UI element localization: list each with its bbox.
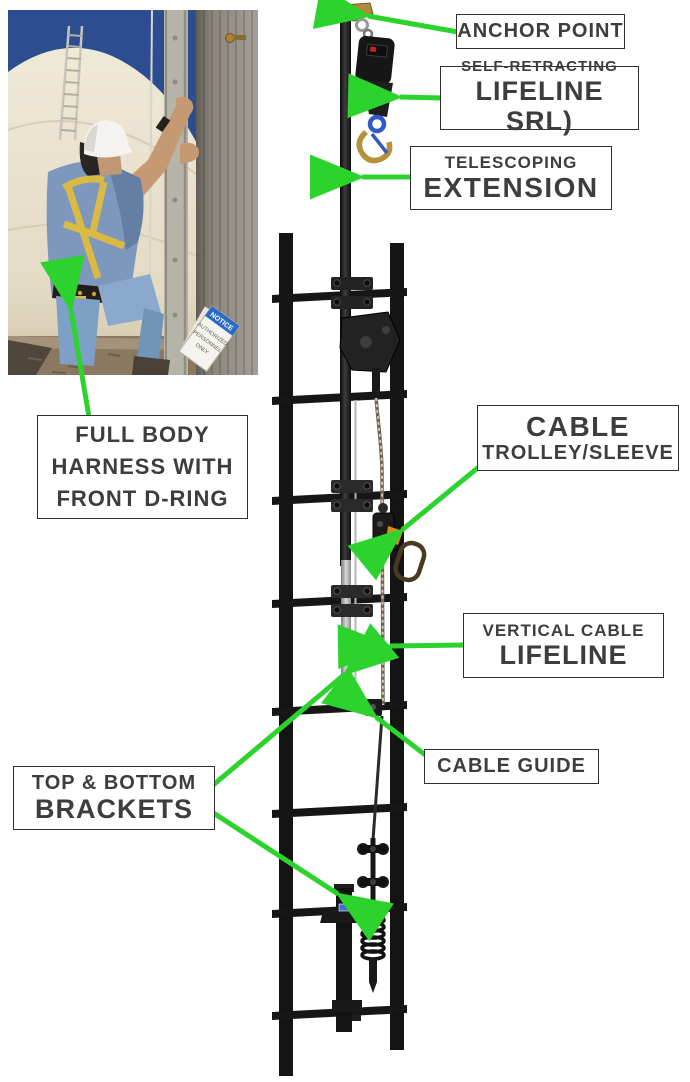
vertical-cable xyxy=(371,397,385,841)
cable-trolley-label-subtitle: TROLLEY/SLEEVE xyxy=(482,442,674,465)
ladder-rungs xyxy=(272,288,407,1020)
cable-trolley-label: CABLE TROLLEY/SLEEVE xyxy=(477,405,679,471)
anchor-point-label-text: ANCHOR POINT xyxy=(457,20,624,43)
lifeline-arrow xyxy=(337,624,466,670)
anchor-arrow xyxy=(312,0,459,35)
vertical-cable-lifeline-label: VERTICAL CABLE LIFELINE xyxy=(463,613,664,678)
harness-label-line3: FRONT D-RING xyxy=(56,486,229,511)
telescoping-pole xyxy=(340,14,351,566)
lifeline-label-title: LIFELINE xyxy=(499,639,628,670)
worker-hand-lower xyxy=(180,142,199,164)
ladder-left-rail xyxy=(279,233,293,1076)
srl-arrow xyxy=(347,73,443,119)
anchor-point-part xyxy=(330,2,374,40)
telescoping-label-subtitle: TELESCOPING xyxy=(444,152,578,172)
srl-snap-hook xyxy=(356,129,393,164)
wall-bolt-stem xyxy=(234,35,246,40)
wall-bolt xyxy=(225,33,235,43)
brackets-label-subtitle: TOP & BOTTOM xyxy=(31,771,197,794)
bottom-bracket-part xyxy=(320,884,368,1032)
photo-foreground-rail xyxy=(164,10,188,375)
wall-corrugation xyxy=(203,10,253,375)
srl-label-title: LIFELINE SRL) xyxy=(475,76,604,137)
srl-part xyxy=(355,35,395,164)
worker-photo: NOTICE AUTHORIZED PERSONNEL ONLY xyxy=(8,10,258,375)
telescoping-extension-label: TELESCOPING EXTENSION xyxy=(410,146,612,210)
photo-background-ladder xyxy=(58,25,84,141)
tensioner-spring xyxy=(360,914,386,961)
pole-clamp-mid-upper xyxy=(331,480,373,512)
worker-shirt-shade xyxy=(106,162,144,250)
srl-swivel-eye xyxy=(367,114,387,134)
harness-straps xyxy=(62,175,126,280)
telescoping-label-title: EXTENSION xyxy=(423,171,599,203)
anchor-point-label: ANCHOR POINT xyxy=(456,14,625,49)
worker-leg-left xyxy=(56,296,100,366)
cable-trolley-part xyxy=(372,503,427,583)
worker-watch xyxy=(155,115,171,133)
worker-photo-art: NOTICE AUTHORIZED PERSONNEL ONLY xyxy=(8,10,258,375)
top-bottom-brackets-label: TOP & BOTTOM BRACKETS xyxy=(13,766,215,830)
brackets-arrow-bottom xyxy=(210,809,394,942)
srl-label-subtitle: SELF-RETRACTING xyxy=(461,58,618,76)
brackets-arrow-top xyxy=(210,623,400,788)
lifeline-label-subtitle: VERTICAL CABLE xyxy=(482,620,645,640)
trolley-arrow xyxy=(347,464,482,581)
notice-sign: NOTICE AUTHORIZED PERSONNEL ONLY xyxy=(178,305,241,372)
harness-label-line1: FULL BODY xyxy=(75,422,210,447)
pole-clamp-top xyxy=(331,277,373,309)
trolley-tab xyxy=(386,526,403,545)
worker-shin xyxy=(136,308,164,368)
worker-boot xyxy=(132,356,170,375)
cable-trolley-label-title: CABLE xyxy=(526,411,630,443)
cable-tensioner-part xyxy=(357,838,389,993)
worker-arm xyxy=(128,102,192,200)
hardhat-shade xyxy=(84,124,98,152)
tensioner-clamp-upper xyxy=(357,843,389,855)
tensioner-clamp-lower xyxy=(357,876,389,888)
cable-guide-part xyxy=(355,699,382,716)
harness-label-line2: HARNESS WITH xyxy=(51,454,234,479)
ladder-right-rail xyxy=(390,243,404,1050)
full-body-harness-label: FULL BODY HARNESS WITH FRONT D-RING xyxy=(37,415,248,519)
srl-label: SELF-RETRACTING LIFELINE SRL) xyxy=(440,59,639,136)
srl-hook-gate xyxy=(370,132,389,155)
brackets-label-title: BRACKETS xyxy=(34,794,193,825)
guide-arrow xyxy=(321,667,430,759)
worker-hand-upper xyxy=(176,96,194,120)
telescoping-pole-lower xyxy=(341,560,351,690)
pole-clamp-mid-lower xyxy=(331,585,373,617)
cable-guide-label: CABLE GUIDE xyxy=(424,749,599,784)
cable-guide-label-text: CABLE GUIDE xyxy=(437,755,586,778)
cam-assembly xyxy=(339,311,401,398)
trolley-carabiner xyxy=(393,540,427,583)
